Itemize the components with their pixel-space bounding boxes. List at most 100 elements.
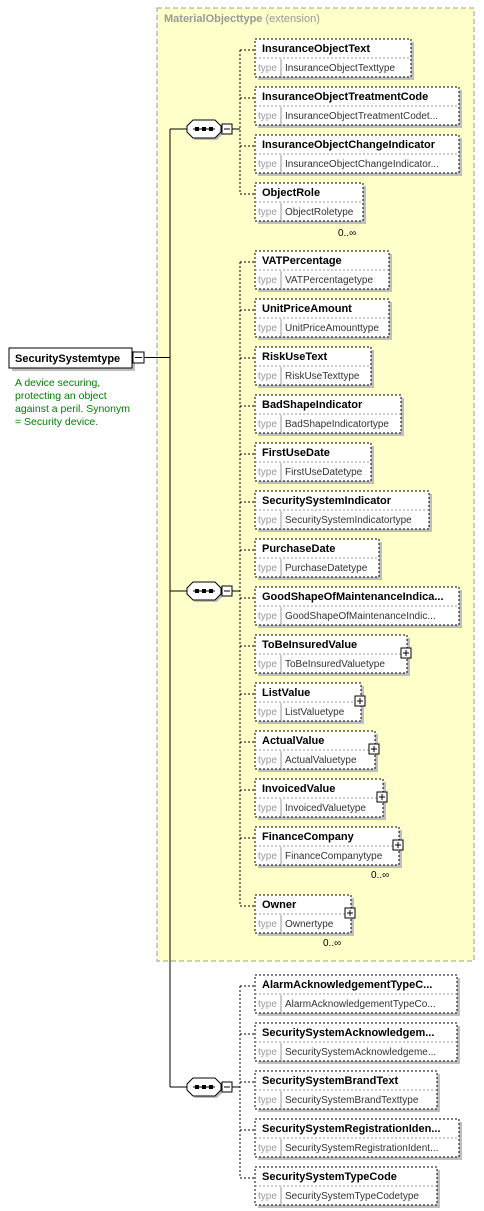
collapse-minus-icon[interactable] xyxy=(132,351,145,364)
type-label: type xyxy=(258,1047,277,1058)
element-type: GoodShapeOfMaintenanceIndic... xyxy=(285,611,436,622)
element-name: Owner xyxy=(262,899,297,911)
element-type: ToBeInsuredValuetype xyxy=(285,659,385,670)
element-name: VATPercentage xyxy=(262,255,342,267)
root-annotation-3: against a peril. Synonym xyxy=(15,403,130,415)
element-type: ActualValuetype xyxy=(285,755,357,766)
schema-element[interactable]: GoodShapeOfMaintenanceIndica... type GoodS… xyxy=(254,586,462,628)
sequence-compositors: 0..∞ xyxy=(186,119,356,1098)
element-type: SecuritySystemRegistrationIdent... xyxy=(285,1143,438,1154)
schema-element[interactable]: SecuritySystemTypeCodetype SecuritySystem… xyxy=(254,1166,440,1208)
element-name: InsuranceObjectTreatmentCode xyxy=(262,91,428,103)
type-label: type xyxy=(258,611,277,622)
root-annotation-2: protecting an object xyxy=(15,390,107,402)
collapse-minus-icon[interactable] xyxy=(221,585,233,597)
connector-lines xyxy=(144,49,255,1179)
sequence-compositor xyxy=(186,1077,223,1098)
type-label: type xyxy=(258,707,277,718)
element-name: FinanceCompany xyxy=(262,831,355,843)
type-label: type xyxy=(258,207,277,218)
element-name: InsuranceObjectChangeIndicator xyxy=(262,139,436,151)
element-type: RiskUseTexttype xyxy=(285,371,360,382)
type-label: type xyxy=(258,111,277,122)
element-type: AlarmAcknowledgementTypeCo... xyxy=(285,999,436,1010)
element-name: SecuritySystemBrandText xyxy=(262,1075,398,1087)
type-label: type xyxy=(258,1095,277,1106)
element-name: AlarmAcknowledgementTypeC... xyxy=(262,979,432,991)
type-label: type xyxy=(258,919,277,930)
type-label: type xyxy=(258,467,277,478)
type-label: type xyxy=(258,851,277,862)
element-name: ObjectRole xyxy=(262,187,320,199)
element-name: GoodShapeOfMaintenanceIndica... xyxy=(262,591,444,603)
element-type: VATPercentagetype xyxy=(285,275,373,286)
schema-element[interactable]: InsuranceObjectTreatmentCode type Insuranc… xyxy=(254,86,462,128)
expand-plus-icon[interactable] xyxy=(344,907,356,919)
sequence-compositor xyxy=(186,119,223,140)
element-name: UnitPriceAmount xyxy=(262,303,352,315)
element-name: PurchaseDate xyxy=(262,543,335,555)
element-name: SecuritySystemIndicator xyxy=(262,495,392,507)
root-element-name: SecuritySystemtype xyxy=(15,353,120,365)
root-annotation-1: A device securing, xyxy=(15,377,100,389)
element-name: ToBeInsuredValue xyxy=(262,639,357,651)
element-name: RiskUseText xyxy=(262,351,328,363)
element-type: SecuritySystemTypeCodetype xyxy=(285,1191,419,1202)
element-type: Ownertype xyxy=(285,919,334,930)
element-type: FinanceCompanytype xyxy=(285,851,383,862)
expand-plus-icon[interactable] xyxy=(354,695,366,707)
element-type: ObjectRoletype xyxy=(285,207,354,218)
expand-plus-icon[interactable] xyxy=(392,839,404,851)
element-type: InsuranceObjectTexttype xyxy=(285,63,395,74)
element-type: InsuranceObjectTreatmentCodet... xyxy=(285,111,438,122)
type-label: type xyxy=(258,419,277,430)
type-label: type xyxy=(258,755,277,766)
expand-plus-icon[interactable] xyxy=(376,791,388,803)
element-name: FirstUseDate xyxy=(262,447,330,459)
occurrence-label: 0..∞ xyxy=(371,870,389,881)
collapse-minus-icon[interactable] xyxy=(221,1081,233,1093)
group-occurrence-label: 0..∞ xyxy=(338,228,356,239)
element-type: BadShapeIndicatortype xyxy=(285,419,389,430)
root-element[interactable]: SecuritySystemtype xyxy=(8,347,145,371)
type-label: type xyxy=(258,63,277,74)
expand-plus-icon[interactable] xyxy=(368,743,380,755)
element-type: InvoicedValuetype xyxy=(285,803,366,814)
element-type: SecuritySystemIndicatortype xyxy=(285,515,412,526)
element-name: SecuritySystemAcknowledgem... xyxy=(262,1027,434,1039)
type-label: type xyxy=(258,159,277,170)
type-label: type xyxy=(258,515,277,526)
element-type: SecuritySystemAcknowledgeme... xyxy=(285,1047,436,1058)
type-label: type xyxy=(258,323,277,334)
occurrence-label: 0..∞ xyxy=(323,938,341,949)
root-annotation-4: = Security device. xyxy=(15,416,98,428)
type-label: type xyxy=(258,659,277,670)
expand-plus-icon[interactable] xyxy=(400,647,412,659)
schema-element[interactable]: SecuritySystemAcknowledgem... type Securit… xyxy=(254,1022,460,1064)
element-type: FirstUseDatetype xyxy=(285,467,363,478)
collapse-minus-icon[interactable] xyxy=(221,123,233,135)
element-name: SecuritySystemTypeCode xyxy=(262,1171,397,1183)
type-label: type xyxy=(258,803,277,814)
type-label: type xyxy=(258,1143,277,1154)
